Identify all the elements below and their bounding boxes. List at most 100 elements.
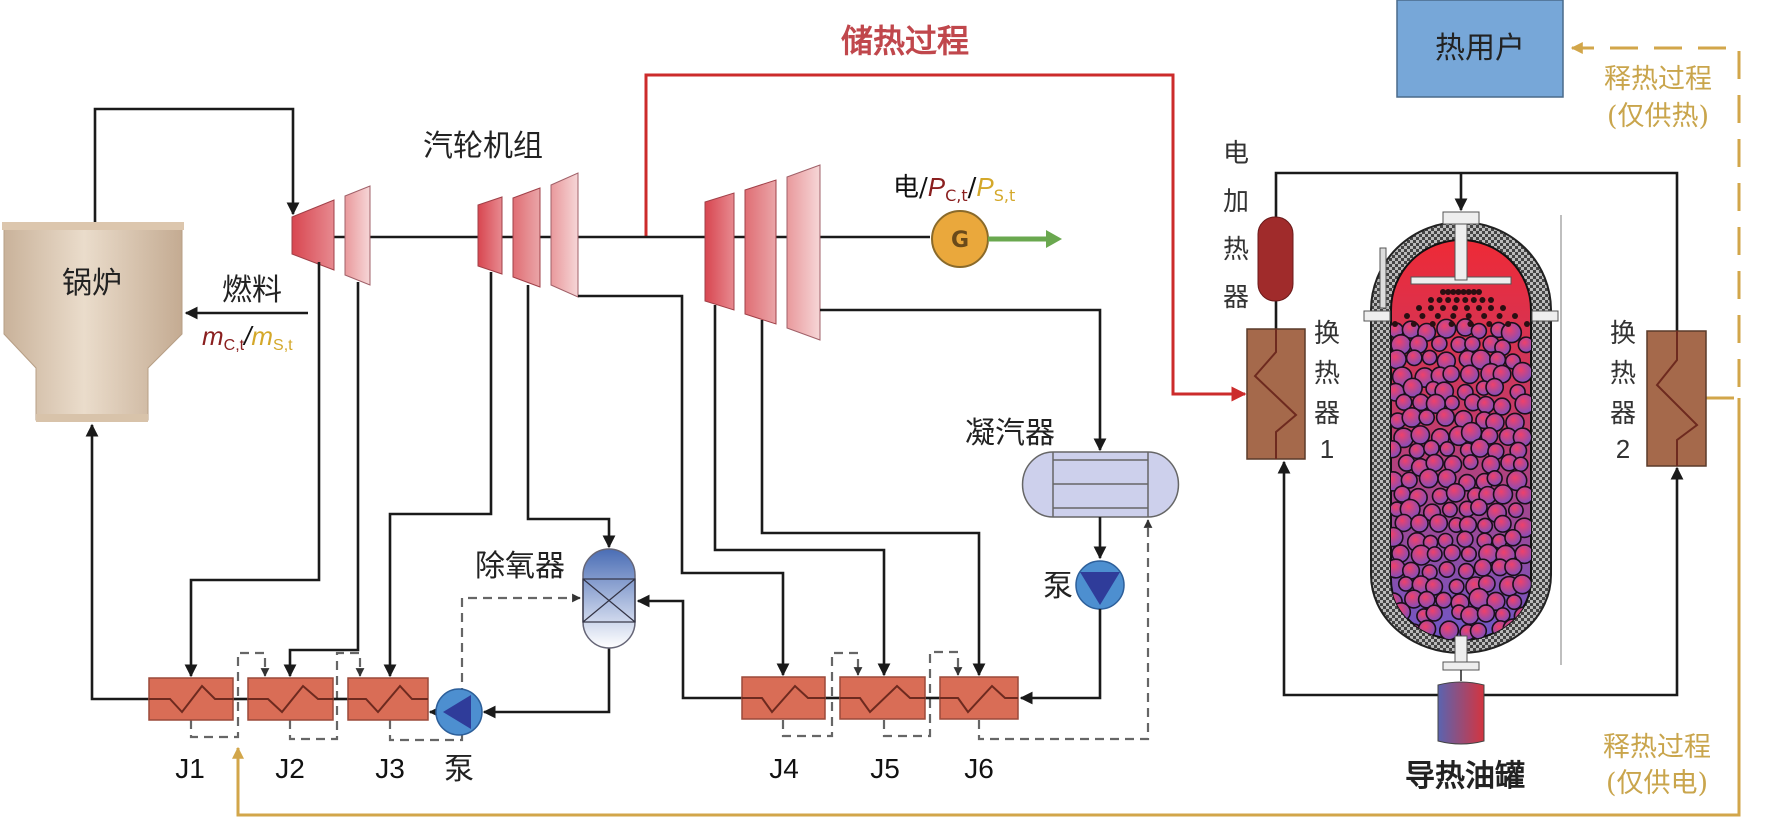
spray-droplet bbox=[1476, 305, 1482, 311]
generator: G bbox=[931, 210, 989, 268]
storage-ball bbox=[1417, 590, 1436, 609]
storage-ball bbox=[1418, 409, 1436, 426]
heat-user: 热用户 bbox=[1396, 0, 1564, 98]
storage-ball bbox=[1506, 593, 1523, 611]
electric-heater bbox=[1257, 216, 1294, 302]
ip-turbine bbox=[477, 172, 579, 298]
storage-ball bbox=[1512, 456, 1529, 473]
spray-droplet bbox=[1392, 321, 1398, 327]
heat-exchanger-2 bbox=[1646, 330, 1707, 467]
spray-droplet bbox=[1488, 297, 1494, 303]
heater-j1 bbox=[148, 677, 234, 721]
storage-ball bbox=[1486, 470, 1503, 487]
storage-ball bbox=[1443, 544, 1461, 562]
heater-j2 bbox=[247, 677, 334, 721]
spray-droplet bbox=[1488, 305, 1494, 311]
heater-j6 bbox=[939, 676, 1019, 720]
hx1-char-2: 热 bbox=[1314, 359, 1340, 389]
lp-turbine bbox=[704, 164, 821, 341]
storage-ball bbox=[1504, 557, 1523, 577]
storage-ball bbox=[1457, 562, 1475, 580]
release-power-only-line bbox=[232, 398, 1741, 817]
spray-droplet bbox=[1465, 289, 1472, 295]
heater-label-j1: J1 bbox=[175, 753, 205, 784]
storage-media-balls bbox=[1391, 289, 1531, 640]
fuel-var-s: m bbox=[251, 321, 273, 351]
spray-droplet bbox=[1436, 297, 1443, 303]
drain-lines bbox=[189, 519, 1153, 742]
storage-ball bbox=[1470, 498, 1488, 517]
release-power-only-label-2: (仅供电) bbox=[1606, 768, 1708, 799]
storage-ball bbox=[1464, 335, 1481, 353]
hx2-char-1: 换 bbox=[1610, 319, 1636, 349]
heater-label-j6: J6 bbox=[964, 753, 994, 784]
storage-ball bbox=[1439, 441, 1456, 457]
storage-process-title: 储热过程 bbox=[841, 22, 969, 60]
storage-ball bbox=[1462, 454, 1479, 471]
spray-droplet bbox=[1419, 313, 1426, 319]
storage-ball bbox=[1492, 397, 1512, 416]
storage-ball bbox=[1391, 440, 1402, 459]
heater-j5 bbox=[839, 676, 926, 720]
power-variable: 电/PC,t/PS,t bbox=[893, 172, 1015, 205]
spray-droplet bbox=[1404, 313, 1410, 319]
electric-heater-char-4: 器 bbox=[1223, 283, 1249, 313]
extraction-lines bbox=[184, 262, 1107, 678]
spray-droplet bbox=[1455, 289, 1462, 295]
storage-ball bbox=[1492, 484, 1514, 505]
feed-pump bbox=[435, 688, 483, 736]
storage-ball bbox=[1486, 591, 1506, 612]
deaerator bbox=[582, 548, 636, 649]
fuel-variable: mC,t/mS,t bbox=[202, 321, 293, 354]
power-var-s-sub: S,t bbox=[994, 186, 1016, 205]
spray-droplet bbox=[1481, 313, 1488, 319]
hx1-char-4: 1 bbox=[1320, 434, 1334, 464]
heater-labels: J1 J2 J3 J4 J5 J6 bbox=[175, 753, 994, 784]
spray-droplet bbox=[1448, 321, 1455, 327]
storage-ball bbox=[1391, 526, 1404, 548]
spray-droplet bbox=[1416, 305, 1422, 311]
hx1-char-3: 器 bbox=[1314, 399, 1340, 429]
release-heat-only-label-1: 释热过程 bbox=[1604, 64, 1712, 95]
storage-ball bbox=[1469, 622, 1488, 640]
storage-ball bbox=[1470, 322, 1488, 340]
fuel-var-sep: / bbox=[242, 321, 254, 351]
spray-droplet bbox=[1440, 289, 1446, 295]
storage-ball bbox=[1431, 335, 1448, 352]
power-prefix: 电/ bbox=[893, 173, 928, 203]
heat-user-label: 热用户 bbox=[1435, 31, 1525, 66]
condenser bbox=[1021, 451, 1180, 518]
storage-ball bbox=[1442, 365, 1461, 383]
spray-droplet bbox=[1470, 297, 1477, 303]
oil-tank-label: 导热油罐 bbox=[1405, 759, 1525, 794]
spray-droplet bbox=[1460, 289, 1467, 295]
spray-droplet bbox=[1467, 321, 1474, 327]
storage-ball bbox=[1437, 468, 1457, 489]
storage-ball bbox=[1476, 517, 1494, 534]
spray-droplet bbox=[1452, 305, 1458, 311]
storage-ball bbox=[1395, 393, 1413, 411]
storage-ball bbox=[1425, 604, 1443, 622]
storage-ball bbox=[1448, 578, 1465, 595]
storage-ball bbox=[1458, 515, 1478, 535]
release-heat-only-line bbox=[1570, 42, 1741, 400]
storage-ball bbox=[1428, 513, 1449, 533]
storage-ball bbox=[1441, 501, 1458, 518]
storage-ball bbox=[1476, 604, 1496, 623]
spray-droplet bbox=[1462, 297, 1469, 303]
fuel-var-s-sub: S,t bbox=[273, 337, 293, 354]
electric-heater-char-2: 加 bbox=[1223, 187, 1249, 217]
fuel-var-c: m bbox=[202, 321, 224, 351]
feed-pump-label: 泵 bbox=[444, 752, 474, 787]
storage-ball bbox=[1507, 502, 1524, 519]
spray-droplet bbox=[1453, 297, 1460, 303]
spray-droplet bbox=[1486, 321, 1493, 327]
storage-ball bbox=[1511, 361, 1531, 384]
storage-ball bbox=[1517, 336, 1531, 354]
storage-ball bbox=[1423, 439, 1440, 457]
storage-ball bbox=[1485, 377, 1505, 397]
storage-ball bbox=[1514, 393, 1531, 415]
storage-ball bbox=[1426, 546, 1443, 563]
storage-ball bbox=[1435, 407, 1456, 427]
